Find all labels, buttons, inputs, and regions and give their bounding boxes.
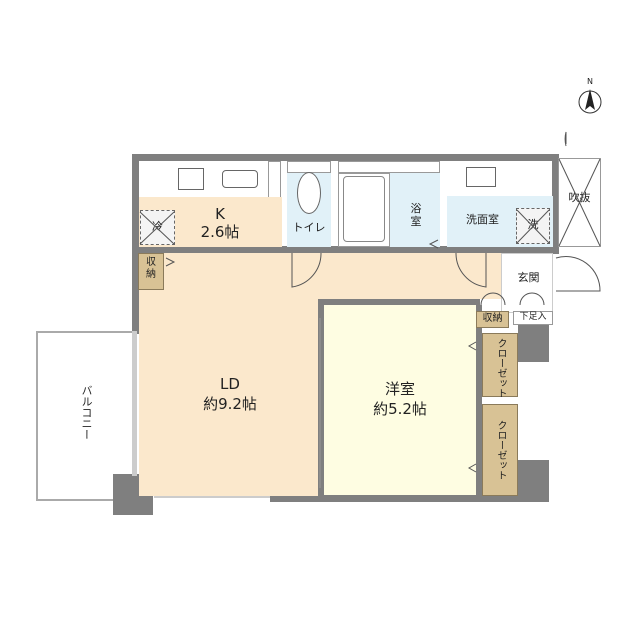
washroom-label: 洗面室 [466,213,499,226]
western-room-name: 洋室 [384,380,415,398]
balcony [36,331,134,501]
washroom-door-swing [455,252,487,288]
storage-entrance-label: 収納 [482,313,503,324]
storage-left-label: 収納 [146,257,156,280]
entrance-label: 玄関 [517,271,540,284]
closet-2 [482,404,518,496]
kitchen-name: K [215,205,225,223]
western-room-size: 約5.2帖 [373,400,427,418]
bath-label: 浴室 [410,202,422,228]
atrium-door [564,131,567,147]
closet-2-label: クローゼット [495,420,506,480]
sink-icon [222,170,258,188]
western-room [324,305,476,495]
stove-icon [178,168,204,190]
shoe-box-label: 下足入 [519,312,547,322]
washbasin-icon [466,167,496,187]
storage-door-marker [165,257,176,267]
bath-top [338,161,440,173]
wall-top [132,154,558,161]
compass-label: N [587,77,593,86]
wall-left-mid [132,331,137,476]
bath-room [390,173,440,247]
shoe-box [513,311,553,325]
washer-label: 洗 [527,218,539,231]
bathtub-area [338,173,390,247]
entrance-door-swing [555,256,601,292]
kitchen-counter [170,161,264,197]
closet-1 [482,333,518,397]
wall-bottom [270,495,549,502]
wall-closet-side [476,305,482,500]
ld-lower-left [153,331,273,496]
storage-door-swings [480,292,545,306]
atrium-label: 吹抜 [568,191,591,204]
wall-right-lower [518,460,549,502]
ld-size: 約9.2帖 [203,395,257,413]
storage-left [138,253,164,290]
bath-door-marker [428,239,439,249]
wall-right [518,318,549,362]
toilet-label: トイレ [292,221,326,234]
toilet-icon [297,172,321,214]
bathtub-icon [343,176,385,242]
wall-left-upper [132,154,139,334]
kitchen-size: 2.6帖 [200,223,240,241]
toilet-door-swing [291,252,322,288]
closet-door-markers [467,341,477,473]
ld-name: LD [220,375,240,393]
balcony-label: バルコニー [80,385,93,440]
fridge-label: 冷 [152,220,163,233]
wall-row-divider [132,246,558,253]
wall-bedroom-top [318,299,480,305]
compass-icon [578,89,602,114]
storage-entrance [476,311,509,328]
closet-1-label: クローゼット [495,338,506,398]
wall-right-top [552,154,559,254]
wall-bedroom-left [318,299,324,499]
